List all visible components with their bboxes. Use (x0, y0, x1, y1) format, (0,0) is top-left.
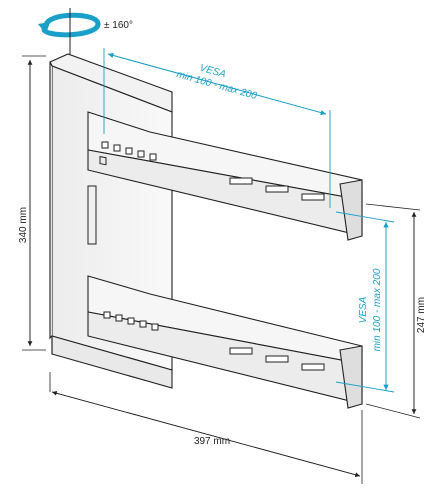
upper-bracket (87, 111, 363, 241)
vesa-side-title: VESA (358, 296, 369, 323)
adjust-dimension-line (365, 203, 421, 419)
width-label: 397 mm (194, 436, 230, 447)
hinge-tab (87, 185, 97, 245)
vesa-side-range: min 100 - max 200 (372, 268, 383, 351)
width-dimension-line (49, 372, 363, 484)
vesa-top-dimension-line (103, 48, 331, 208)
rotation-arrow-icon (38, 8, 101, 62)
height-label: 340 mm (18, 207, 29, 243)
vesa-side-dimension-line (335, 211, 395, 393)
height-dimension-line (22, 55, 46, 351)
adjust-label: 247 mm (416, 297, 427, 333)
rotation-label: ± 160° (104, 20, 133, 31)
lower-bracket (87, 275, 363, 409)
